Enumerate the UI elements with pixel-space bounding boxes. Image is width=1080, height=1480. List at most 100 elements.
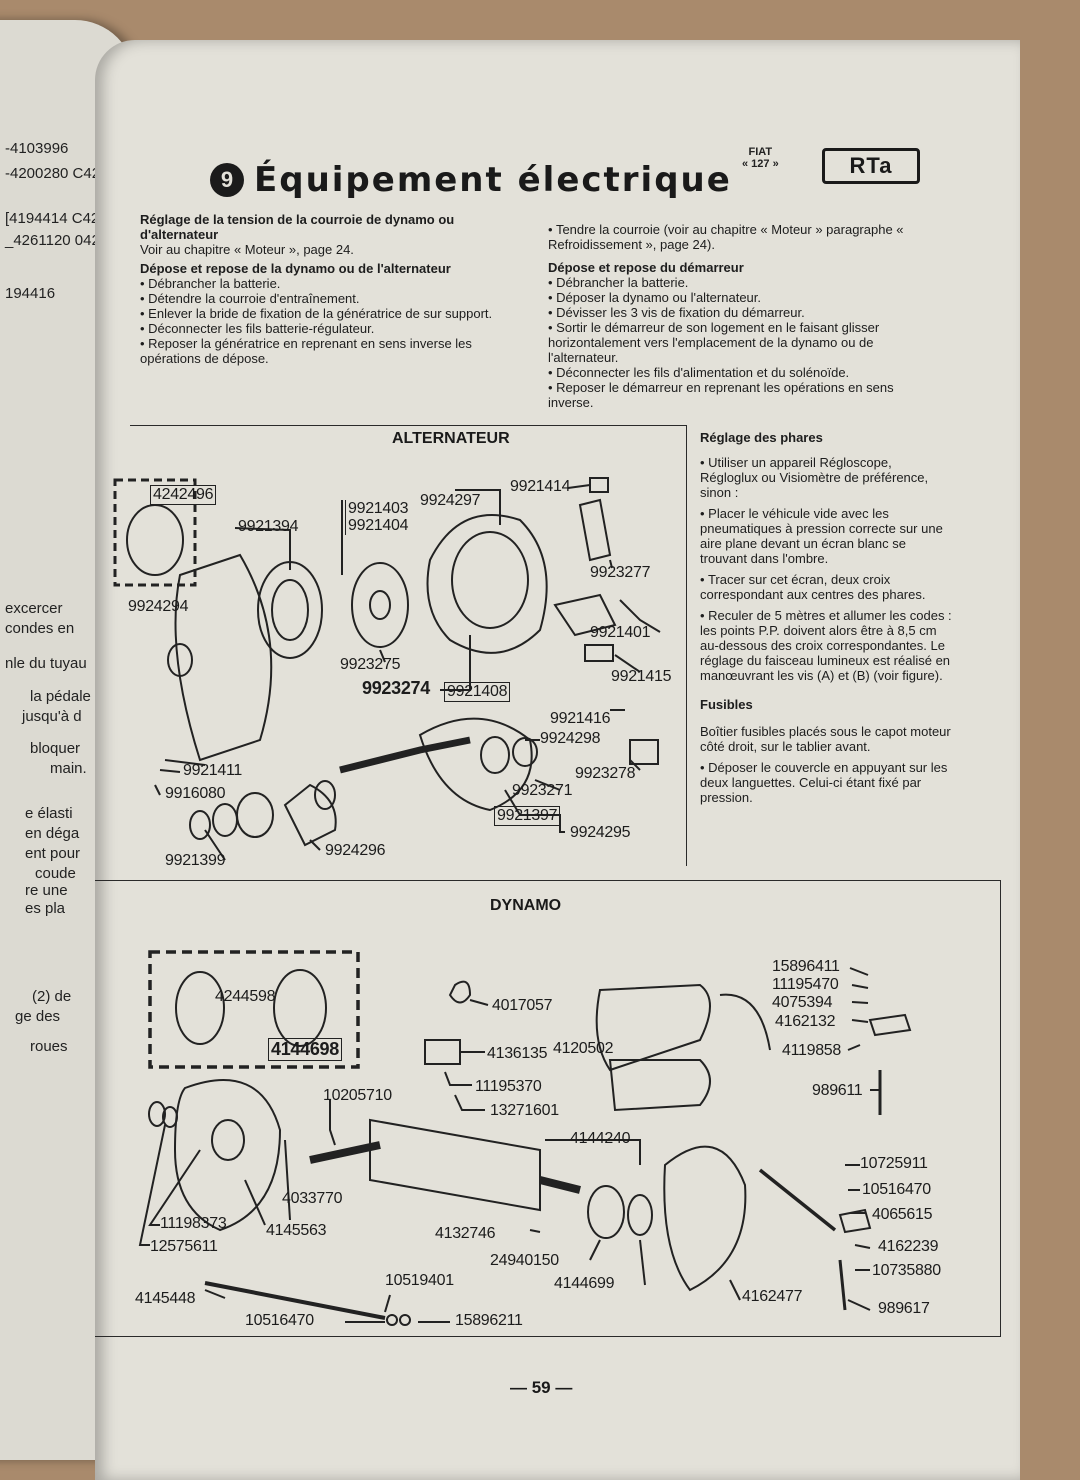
part-regulator [553, 593, 617, 637]
part-label: 4144699 [554, 1275, 615, 1292]
left-line: [4194414 C4291 [5, 210, 116, 227]
part-through-bolt [204, 1281, 386, 1320]
part-label: 24940150 [490, 1252, 559, 1269]
list-item: Dévisser les 3 vis de fixation du démarr… [548, 305, 940, 320]
left-line: _4261120 04291 [5, 232, 117, 249]
paragraph: Tendre la courroie (voir au chapitre « M… [548, 222, 940, 252]
part-rotor [418, 717, 533, 812]
list-item: Reposer le démarreur en reprenant les op… [548, 380, 940, 410]
part-label: 4242496 [150, 485, 217, 505]
left-line: jusqu'à d [22, 708, 82, 725]
list-item: Reculer de 5 mètres et allumer les codes… [700, 608, 952, 683]
part-connector [629, 739, 659, 765]
section-number-badge: 9 [210, 163, 244, 197]
part-label: 9921404 [345, 517, 409, 535]
left-line: la pédale [30, 688, 91, 705]
part-diode-plate [351, 562, 409, 648]
part-label: 10205710 [323, 1087, 392, 1104]
part-label: 10516470 [245, 1312, 314, 1329]
left-line: roues [30, 1038, 68, 1055]
part-label: 9924296 [325, 842, 386, 859]
left-line: main. [50, 760, 87, 777]
part-label: 4144240 [570, 1130, 631, 1147]
part-label: 9923275 [340, 656, 401, 673]
dashed-inset [148, 950, 360, 1069]
brand-label: FIAT « 127 » [742, 146, 779, 170]
part-label: 13271601 [490, 1102, 559, 1119]
part-bearing [587, 1185, 625, 1239]
part-label: 11198373 [160, 1215, 227, 1232]
column-1: Réglage de la tension de la courroie de … [140, 212, 530, 366]
paragraph: Boîtier fusibles placés sous le capot mo… [700, 724, 951, 754]
part-bearing [480, 736, 510, 774]
model-line: « 127 » [742, 158, 779, 170]
left-line: es pla [25, 900, 66, 917]
page-title: Équipement électrique [254, 160, 732, 200]
list-item: Déconnecter les fils batterie-régulateur… [140, 321, 530, 336]
part-label: 9923277 [590, 564, 651, 581]
part-label: 4144698 [268, 1038, 342, 1061]
left-line: nle du tuyau [5, 655, 87, 672]
heading: Dépose et repose de la dynamo ou de l'al… [140, 261, 451, 276]
list-item: Reposer la génératrice en reprenant en s… [140, 336, 530, 366]
section-header: 9 Équipement électrique [210, 160, 732, 200]
part-label: 4244598 [215, 988, 276, 1005]
part-label: 4033770 [282, 1190, 343, 1207]
part-label: 4017057 [492, 997, 553, 1014]
part-label: 9921411 [183, 762, 243, 779]
part-label: 4132746 [435, 1225, 496, 1242]
part-fan [126, 504, 184, 576]
part-label: 9924297 [420, 492, 481, 509]
part-label: 9924295 [570, 824, 631, 841]
left-line: bloquer [30, 740, 81, 757]
part-commutator-end [663, 1145, 747, 1292]
left-line: coude [35, 865, 76, 882]
column-2: Tendre la courroie (voir au chapitre « M… [548, 222, 940, 410]
part-seal [627, 1194, 653, 1236]
part-terminal [868, 1013, 912, 1037]
part-label: 10519401 [385, 1272, 454, 1289]
left-line: -4200280 C4291 [5, 165, 117, 182]
part-label: 989611 [812, 1082, 863, 1099]
part-armature [369, 1118, 541, 1212]
part-label: 9921399 [165, 852, 226, 869]
part-label: 9924298 [540, 730, 601, 747]
part-label: 9924294 [128, 598, 189, 615]
part-label: 9916080 [165, 785, 226, 802]
part-bearing [236, 792, 274, 838]
part-label: 4065615 [872, 1206, 933, 1223]
list-item: Détendre la courroie d'entraînement. [140, 291, 530, 306]
part-label: 9921415 [611, 668, 672, 685]
part-fan [175, 971, 225, 1045]
list-item: Déposer la dynamo ou l'alternateur. [548, 290, 940, 305]
part-label: 9923271 [512, 782, 573, 799]
part-spring [448, 980, 472, 1004]
heading: Dépose et repose du démarreur [548, 260, 744, 275]
right-column: Réglage des phares Utiliser un appareil … [700, 430, 952, 805]
left-line: -4103996 [5, 140, 69, 157]
left-line: en déga [25, 825, 80, 842]
part-label: 4145448 [135, 1290, 196, 1307]
rta-logo: RTa [822, 148, 920, 184]
list-item: Utiliser un appareil Régloscope, Réglogl… [700, 455, 952, 500]
part-label: 9923278 [575, 765, 636, 782]
part-label: 10725911 [860, 1155, 928, 1172]
part-label: 9921401 [590, 624, 651, 641]
part-label: 10516470 [862, 1181, 931, 1198]
left-line: re une [25, 882, 68, 899]
part-brush [589, 477, 609, 493]
list-item: Débrancher la batterie. [548, 275, 940, 290]
part-label: 11195470 [772, 976, 839, 993]
heading: Réglage des phares [700, 430, 823, 445]
part-label: 9923274 [362, 678, 430, 698]
part-pulley [273, 969, 327, 1047]
list-item: Déposer le couvercle en appuyant sur les… [700, 760, 952, 805]
paragraph: Voir au chapitre « Moteur », page 24. [140, 242, 354, 257]
part-rear-housing [426, 514, 548, 654]
alternateur-figure [130, 425, 687, 866]
part-label: 9921397 [494, 806, 561, 826]
part-label: 4120502 [553, 1040, 614, 1057]
dynamo-figure [95, 880, 1001, 1337]
left-line: excercer [5, 600, 63, 617]
left-line: ge des [15, 1008, 61, 1025]
